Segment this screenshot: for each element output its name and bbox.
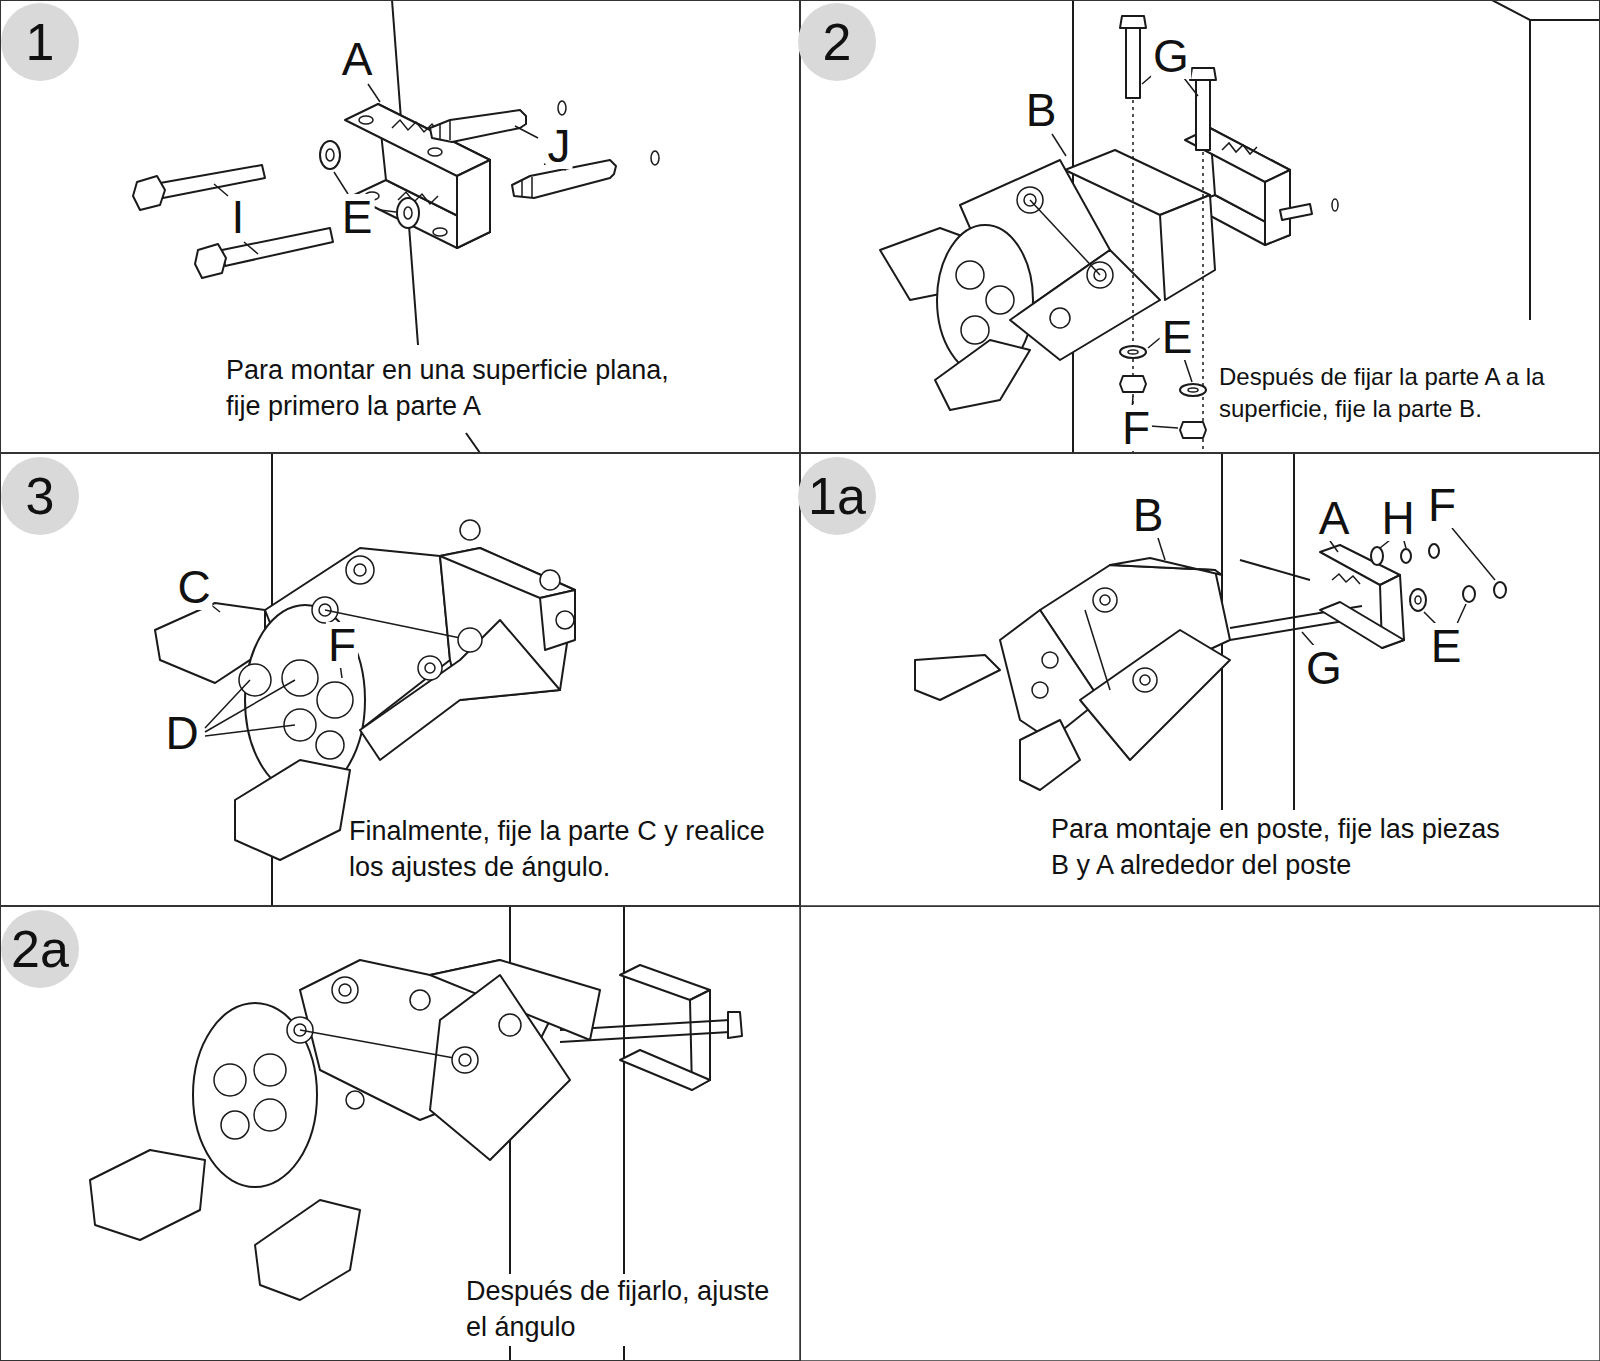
step-number-badge: 1 xyxy=(1,3,79,81)
part-letter: D xyxy=(163,710,200,756)
step-panel: Finalmente, fije la parte C y realice lo… xyxy=(0,452,801,907)
part-letter: J xyxy=(546,123,573,169)
part-letter: A xyxy=(1317,495,1352,541)
part-letter: A xyxy=(340,36,375,82)
step-caption: Después de fijarlo, ajuste el ángulo xyxy=(463,1274,779,1346)
step-panel: Después de fijar la parte A a la superfi… xyxy=(799,0,1600,454)
part-letter: E xyxy=(340,194,375,240)
step-number: 1 xyxy=(26,16,55,68)
step-caption: Para montaje en poste, fije las piezas B… xyxy=(1048,812,1524,884)
step-caption: Finalmente, fije la parte C y realice lo… xyxy=(346,814,792,886)
step-caption: Para montar en una superficie plana, fij… xyxy=(223,353,699,425)
part-letter: C xyxy=(175,564,212,610)
step-panel: Para montar en una superficie plana, fij… xyxy=(0,0,801,454)
step-panel: Para montaje en poste, fije las piezas B… xyxy=(799,452,1600,907)
part-letter: E xyxy=(1160,314,1195,360)
part-letter: B xyxy=(1131,492,1166,538)
part-letter: G xyxy=(1151,33,1191,79)
step-number-badge: 2a xyxy=(1,910,79,988)
step-number: 2a xyxy=(11,923,69,975)
part-letter: F xyxy=(1120,405,1152,451)
step-number-badge: 2 xyxy=(798,3,876,81)
step-number-badge: 1a xyxy=(798,457,876,535)
step-number: 2 xyxy=(823,16,852,68)
part-letter: E xyxy=(1429,623,1464,669)
step-caption: Después de fijar la parte A a la superfi… xyxy=(1216,361,1594,425)
part-letter: F xyxy=(326,622,358,668)
step-number: 3 xyxy=(26,470,55,522)
step-number: 1a xyxy=(808,470,866,522)
part-letter: F xyxy=(1426,482,1458,528)
part-letter: I xyxy=(230,194,247,240)
part-letter: G xyxy=(1304,645,1344,691)
part-letter: B xyxy=(1024,87,1059,133)
step-number-badge: 3 xyxy=(1,457,79,535)
step-panel: Después de fijarlo, ajuste el ángulo 2a xyxy=(0,905,801,1361)
part-letter: H xyxy=(1379,495,1416,541)
